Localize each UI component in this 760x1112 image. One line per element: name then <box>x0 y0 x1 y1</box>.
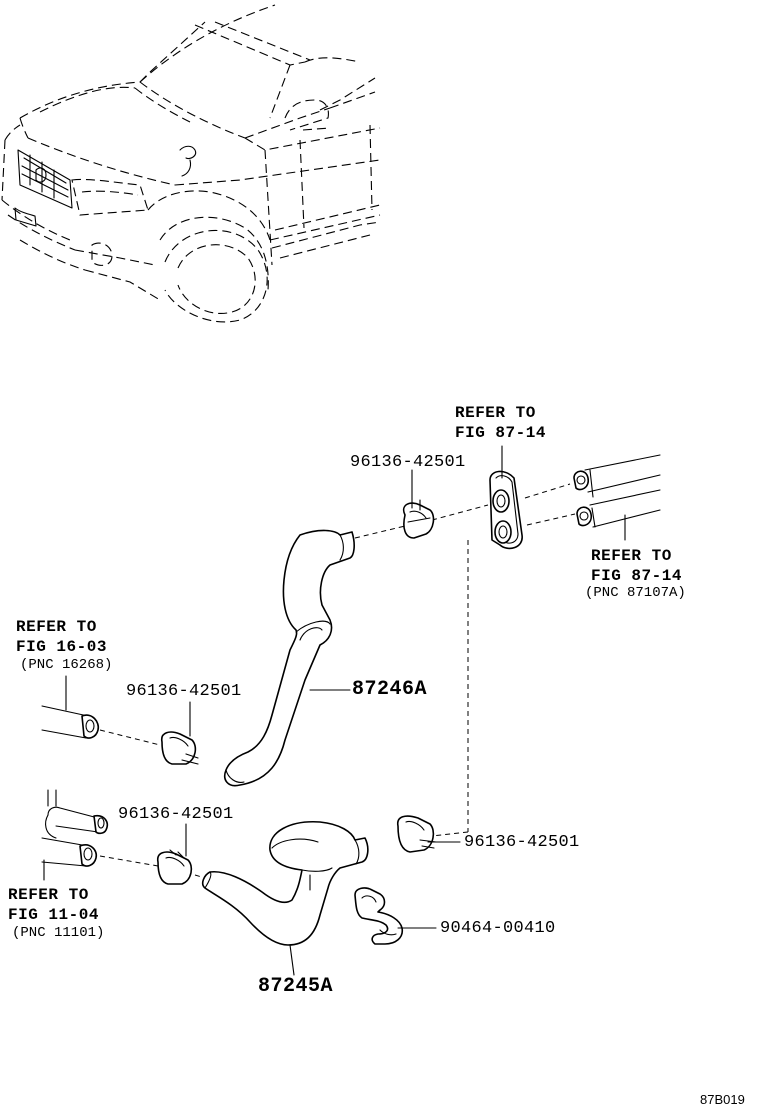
left-lower-pipe <box>41 789 109 881</box>
ref-top-line2: FIG 87-14 <box>455 424 546 442</box>
clamp-right-graphic <box>396 815 437 853</box>
ref-left-top-line2: FIG 16-03 <box>16 638 107 656</box>
grommet-plate <box>489 470 523 550</box>
part-clip[interactable]: 90464-00410 <box>440 919 556 938</box>
ref-right-line2: FIG 87-14 <box>591 567 682 585</box>
clamp-top-graphic <box>402 497 435 539</box>
ref-left-bottom-line2: FIG 11-04 <box>8 906 99 924</box>
ref-left-top-line1: REFER TO <box>16 618 97 636</box>
clamp-left-lower-graphic <box>156 849 193 885</box>
clip-90464-graphic <box>354 887 404 945</box>
part-hose-upper[interactable]: 87246A <box>352 678 428 701</box>
ref-right-line1: REFER TO <box>591 547 672 565</box>
heater-pipes <box>573 454 661 528</box>
part-clamp-top[interactable]: 96136-42501 <box>350 453 466 472</box>
ref-top-line1: REFER TO <box>455 404 536 422</box>
hose-87245A <box>202 821 369 946</box>
part-clamp-right[interactable]: 96136-42501 <box>464 833 580 852</box>
diagram-code: 87B019 <box>700 1092 745 1107</box>
leader-lines <box>185 445 626 976</box>
part-hose-lower[interactable]: 87245A <box>258 975 334 998</box>
ref-left-bottom-line1: REFER TO <box>8 886 89 904</box>
ref-left-top-pnc: (PNC 16268) <box>20 657 113 673</box>
clamp-left-upper-graphic <box>160 731 199 765</box>
ref-right-pnc: (PNC 87107A) <box>585 585 686 601</box>
vehicle-illustration <box>1 4 381 323</box>
part-clamp-left-upper[interactable]: 96136-42501 <box>126 682 242 701</box>
hose-87246A <box>224 529 355 787</box>
part-clamp-left-lower[interactable]: 96136-42501 <box>118 805 234 824</box>
ref-left-bottom-pnc: (PNC 11101) <box>12 925 105 941</box>
left-upper-pipe <box>41 675 100 739</box>
